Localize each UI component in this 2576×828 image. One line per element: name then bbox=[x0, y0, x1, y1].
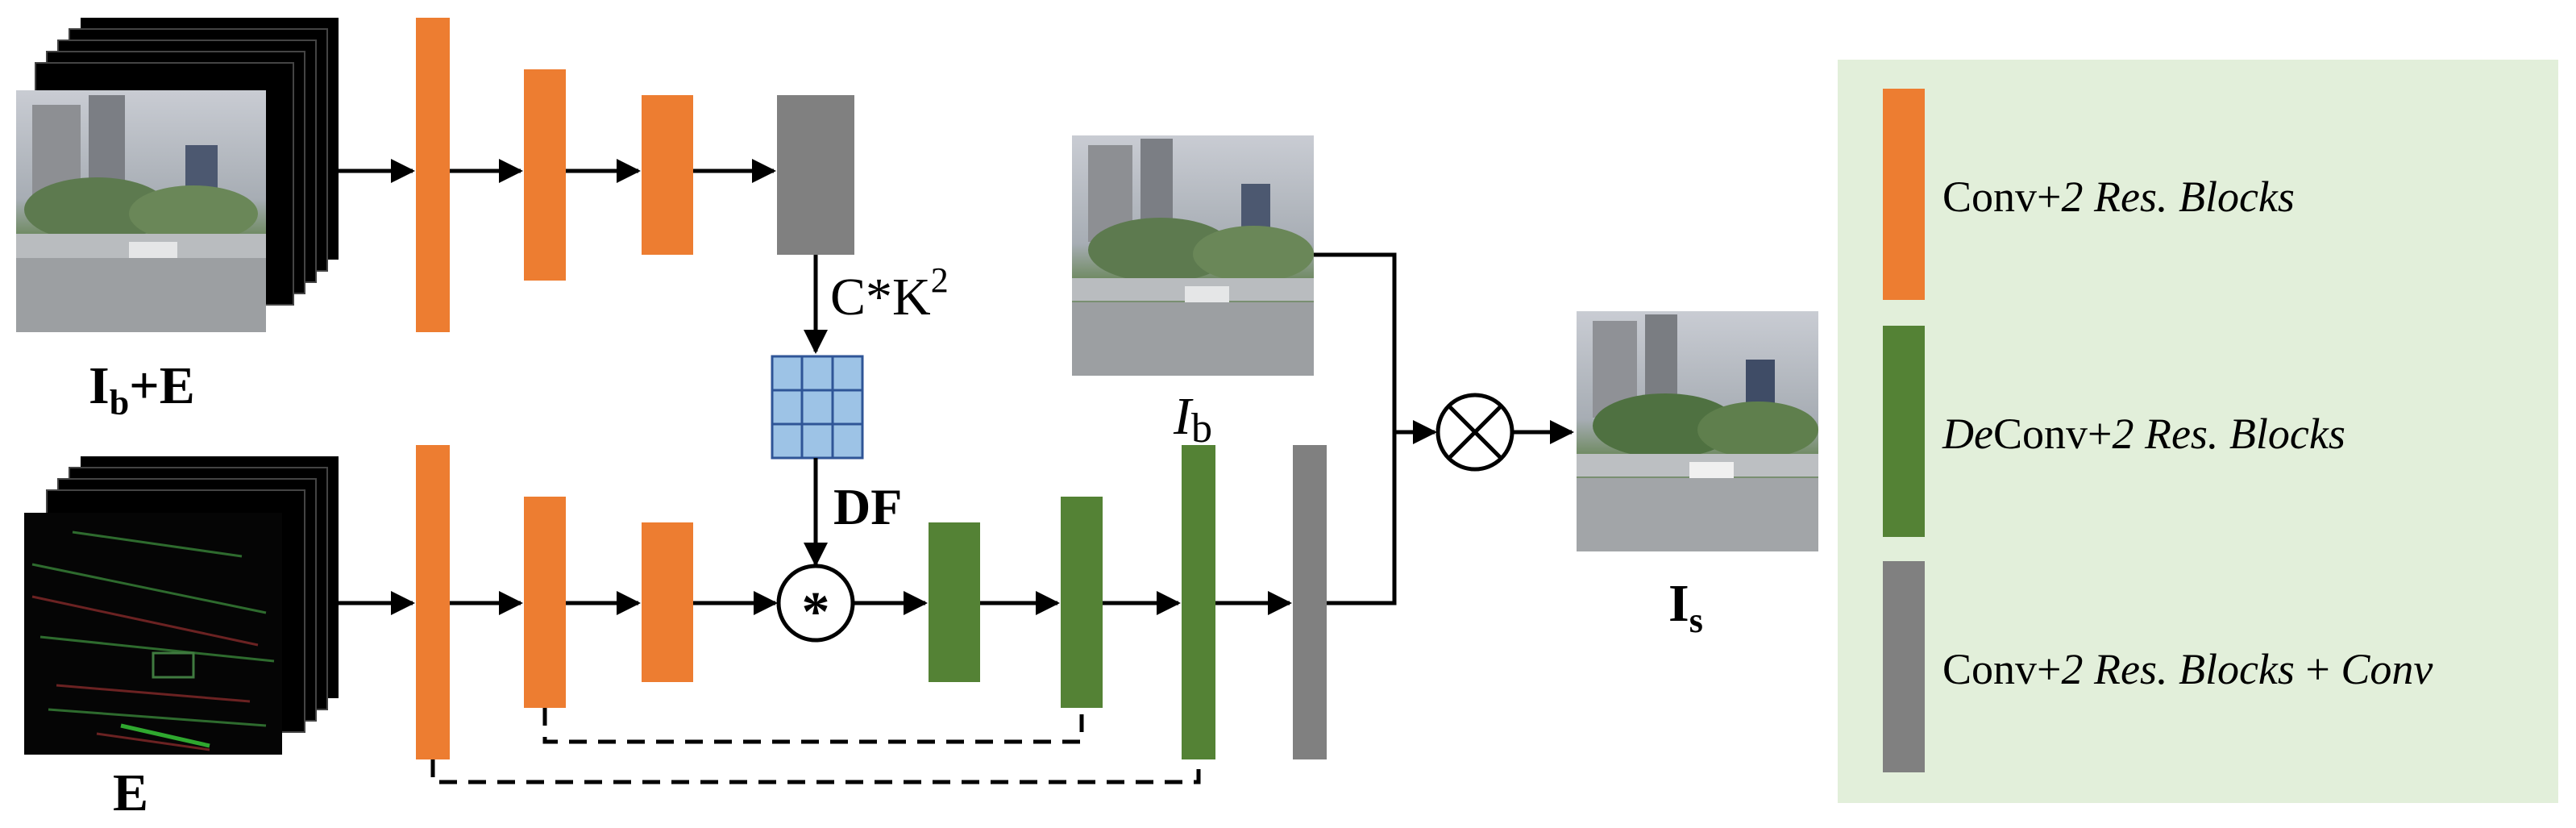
deconv-block-1 bbox=[929, 522, 980, 682]
dynamic-filter-grid bbox=[771, 355, 864, 460]
top-conv-block-3 bbox=[642, 95, 693, 255]
legend: Conv+2 Res. Blocks DeConv+2 Res. Blocks … bbox=[1838, 60, 2558, 803]
legend-swatch-deconv bbox=[1883, 326, 1925, 537]
input-stack-events bbox=[24, 456, 339, 755]
input-stack-label: Ib+E bbox=[89, 356, 195, 422]
skip-connection-inner bbox=[542, 708, 1084, 744]
bottom-conv-block-2 bbox=[524, 497, 566, 708]
blurred-street-image bbox=[16, 90, 266, 332]
bottom-conv-block-1 bbox=[416, 445, 450, 759]
top-final-block bbox=[777, 95, 854, 255]
input-events-label: E bbox=[113, 764, 148, 822]
bottom-final-block bbox=[1293, 445, 1327, 759]
blurry-image-connector bbox=[1314, 252, 1437, 444]
kernel-size-label: C*K2 bbox=[830, 260, 949, 327]
legend-swatch-conv bbox=[1883, 89, 1925, 300]
top-conv-block-1 bbox=[416, 18, 450, 332]
convolution-symbol: * bbox=[802, 581, 830, 643]
dynamic-filter-label: DF bbox=[833, 478, 902, 535]
bottom-conv-block-3 bbox=[642, 522, 693, 682]
event-frame-image bbox=[24, 513, 282, 755]
deconv-block-3 bbox=[1182, 445, 1215, 759]
legend-swatch-final bbox=[1883, 561, 1925, 772]
deconv-block-2 bbox=[1061, 497, 1103, 708]
sharp-output-image bbox=[1577, 311, 1818, 551]
multiply-operator bbox=[1435, 393, 1514, 472]
legend-label-conv: Conv+2 Res. Blocks bbox=[1942, 173, 2295, 221]
legend-label-deconv: DeConv+2 Res. Blocks bbox=[1942, 410, 2345, 458]
network-output-connector bbox=[1327, 432, 1397, 605]
legend-label-final: Conv+2 Res. Blocks + Conv bbox=[1942, 645, 2433, 693]
top-conv-block-2 bbox=[524, 69, 566, 281]
input-stack-blur-events bbox=[16, 18, 339, 332]
blurry-image bbox=[1072, 135, 1314, 376]
output-image-label: Is bbox=[1668, 574, 1703, 640]
blurry-image-label: Ib bbox=[1173, 387, 1212, 451]
skip-connection-outer bbox=[430, 759, 1201, 784]
